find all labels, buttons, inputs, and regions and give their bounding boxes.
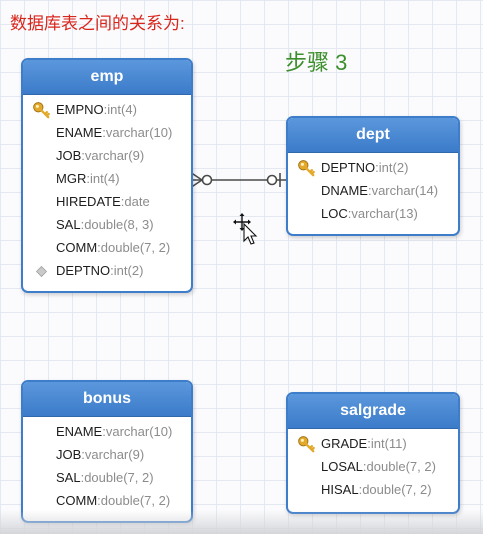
table-dept-columns: DEPTNO:int(2)DNAME:varchar(14)LOC:varcha… bbox=[288, 153, 458, 225]
column-row[interactable]: GRADE:int(11) bbox=[288, 432, 458, 455]
key-icon bbox=[298, 160, 315, 177]
column-name: LOC bbox=[321, 206, 348, 221]
column-name: DNAME bbox=[321, 183, 368, 198]
table-salgrade-columns: GRADE:int(11)LOSAL:double(7, 2)HISAL:dou… bbox=[288, 429, 458, 501]
column-row[interactable]: HIREDATE:date bbox=[23, 190, 191, 213]
column-type: :varchar(10) bbox=[102, 424, 173, 439]
column-type: :int(11) bbox=[367, 436, 407, 451]
column-name: HIREDATE bbox=[56, 194, 121, 209]
column-type: :double(7, 2) bbox=[362, 459, 436, 474]
table-emp-title[interactable]: emp bbox=[23, 60, 191, 95]
table-salgrade[interactable]: salgrade GRADE:int(11)LOSAL:double(7, 2)… bbox=[286, 392, 460, 514]
table-bonus[interactable]: bonus ENAME:varchar(10)JOB:varchar(9)SAL… bbox=[21, 380, 193, 523]
move-cursor-icon bbox=[233, 213, 258, 245]
column-type: :varchar(13) bbox=[347, 206, 418, 221]
relationship-emp-dept[interactable] bbox=[189, 171, 286, 189]
table-dept[interactable]: dept DEPTNO:int(2)DNAME:varchar(14)LOC:v… bbox=[286, 116, 460, 236]
column-row[interactable]: ENAME:varchar(10) bbox=[23, 121, 191, 144]
column-row[interactable]: SAL:double(8, 3) bbox=[23, 213, 191, 236]
column-name: EMPNO bbox=[56, 102, 104, 117]
table-salgrade-title[interactable]: salgrade bbox=[288, 394, 458, 429]
column-row[interactable]: DEPTNO:int(2) bbox=[288, 156, 458, 179]
column-name: GRADE bbox=[321, 436, 368, 451]
column-row[interactable]: COMM:double(7, 2) bbox=[23, 489, 191, 512]
column-name: ENAME bbox=[56, 424, 103, 439]
column-row[interactable]: ENAME:varchar(10) bbox=[23, 420, 191, 443]
column-name: SAL bbox=[56, 217, 81, 232]
diamond-icon bbox=[36, 266, 47, 277]
column-row[interactable]: EMPNO:int(4) bbox=[23, 98, 191, 121]
column-name: SAL bbox=[56, 470, 81, 485]
column-type: :varchar(14) bbox=[367, 183, 439, 198]
column-type: :double(7, 2) bbox=[80, 470, 154, 485]
column-name: ENAME bbox=[56, 125, 103, 140]
table-bonus-title[interactable]: bonus bbox=[23, 382, 191, 417]
column-row[interactable]: JOB:varchar(9) bbox=[23, 144, 191, 167]
column-name: DEPTNO bbox=[321, 160, 376, 175]
column-row[interactable]: LOC:varchar(13) bbox=[288, 202, 458, 225]
column-name: COMM bbox=[56, 493, 98, 508]
table-bonus-columns: ENAME:varchar(10)JOB:varchar(9)SAL:doubl… bbox=[23, 417, 191, 512]
column-type: :varchar(9) bbox=[81, 148, 145, 163]
column-name: DEPTNO bbox=[56, 263, 111, 278]
column-row[interactable]: DNAME:varchar(14) bbox=[288, 179, 458, 202]
zero-optional-icon bbox=[201, 174, 213, 186]
column-row[interactable]: MGR:int(4) bbox=[23, 167, 191, 190]
column-type: :varchar(10) bbox=[102, 125, 173, 140]
diagram-caption: 数据库表之间的关系为: bbox=[10, 14, 185, 33]
column-type: :double(8, 3) bbox=[80, 217, 154, 232]
column-type: :varchar(9) bbox=[81, 447, 145, 462]
column-type: :double(7, 2) bbox=[97, 493, 171, 508]
column-type: :double(7, 2) bbox=[97, 240, 171, 255]
column-row[interactable]: COMM:double(7, 2) bbox=[23, 236, 191, 259]
column-name: MGR bbox=[56, 171, 87, 186]
column-type: :double(7, 2) bbox=[358, 482, 432, 497]
column-name: JOB bbox=[56, 148, 82, 163]
column-row[interactable]: LOSAL:double(7, 2) bbox=[288, 455, 458, 478]
column-type: :int(2) bbox=[375, 160, 409, 175]
column-type: :int(2) bbox=[110, 263, 144, 278]
column-row[interactable]: JOB:varchar(9) bbox=[23, 443, 191, 466]
column-name: COMM bbox=[56, 240, 98, 255]
column-name: HISAL bbox=[321, 482, 359, 497]
step-label: 步骤 3 bbox=[285, 50, 348, 75]
column-type: :int(4) bbox=[103, 102, 137, 117]
column-name: LOSAL bbox=[321, 459, 363, 474]
bottom-fade bbox=[0, 510, 483, 534]
column-name: JOB bbox=[56, 447, 82, 462]
column-row[interactable]: SAL:double(7, 2) bbox=[23, 466, 191, 489]
table-emp-columns: EMPNO:int(4)ENAME:varchar(10)JOB:varchar… bbox=[23, 95, 191, 282]
table-emp[interactable]: emp EMPNO:int(4)ENAME:varchar(10)JOB:var… bbox=[21, 58, 193, 293]
one-optional-icon bbox=[266, 174, 278, 186]
table-dept-title[interactable]: dept bbox=[288, 118, 458, 153]
key-icon bbox=[33, 102, 50, 119]
column-type: :date bbox=[120, 194, 150, 209]
key-icon bbox=[298, 436, 315, 453]
column-row[interactable]: HISAL:double(7, 2) bbox=[288, 478, 458, 501]
column-row[interactable]: DEPTNO:int(2) bbox=[23, 259, 191, 282]
column-type: :int(4) bbox=[86, 171, 120, 186]
